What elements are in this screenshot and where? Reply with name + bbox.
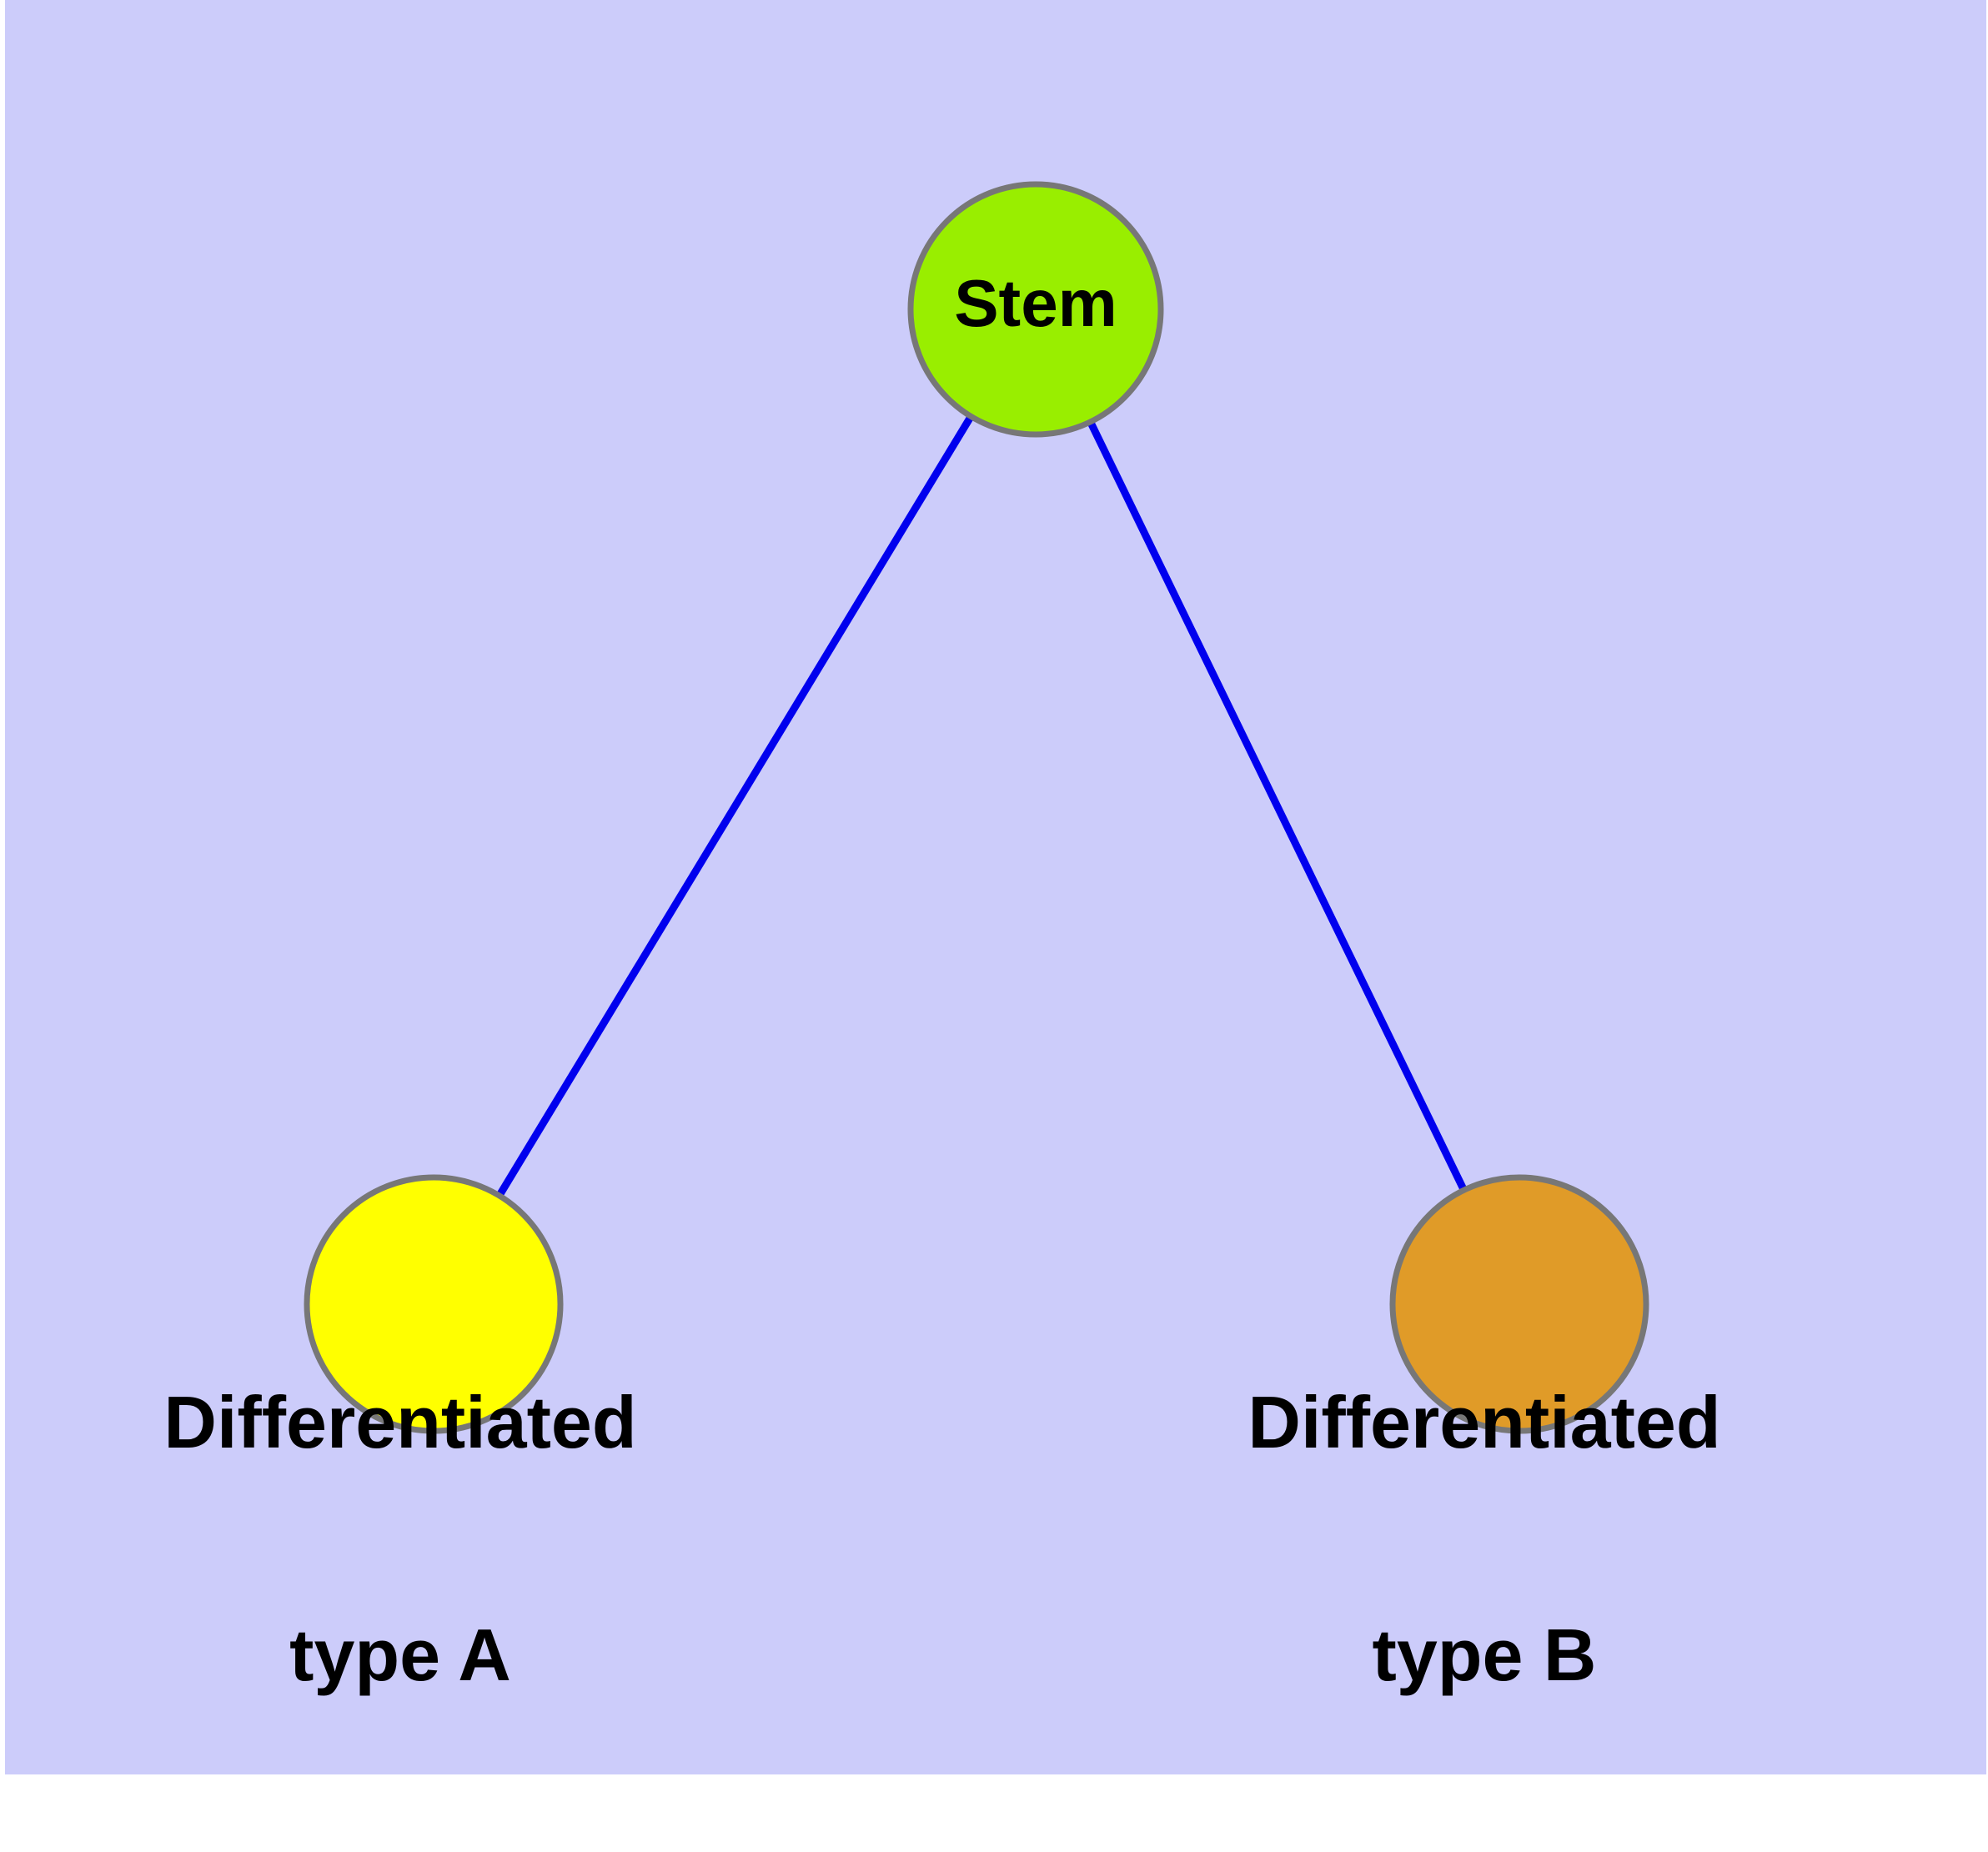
- edge-layer: [430, 307, 1524, 1307]
- edge-stem-to-differentiated-type-a: [430, 307, 1039, 1307]
- node-layer: [304, 181, 1649, 1434]
- node-differentiated-type-b[interactable]: [1389, 1174, 1649, 1434]
- graph-canvas: Stem Differentiated type A Differentiate…: [5, 0, 1986, 1774]
- graph-svg: [304, 181, 1649, 1434]
- edge-stem-to-differentiated-type-b: [1032, 308, 1524, 1306]
- node-stem[interactable]: [907, 181, 1164, 438]
- node-differentiated-type-a[interactable]: [304, 1174, 564, 1434]
